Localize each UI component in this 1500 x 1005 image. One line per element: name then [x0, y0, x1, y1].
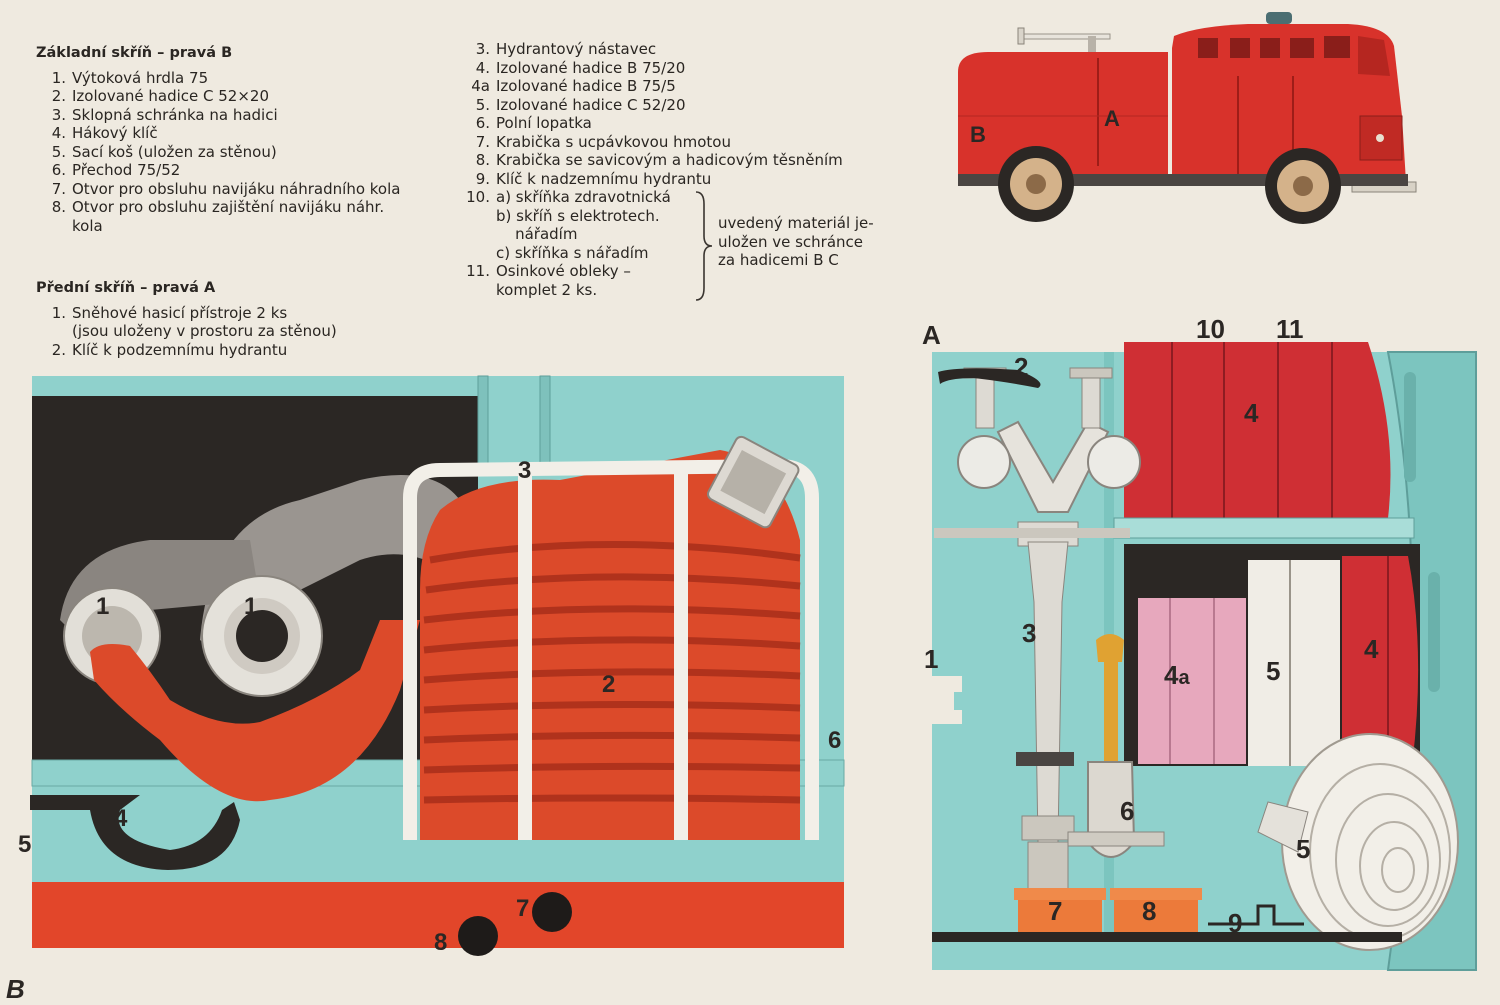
callout-a-6: 6: [1120, 796, 1134, 826]
list-item: 7.Otvor pro obsluhu navijáku náhradního …: [51, 179, 401, 198]
list-item: 6.Polní lopatka: [475, 114, 592, 132]
list-item: 4.Hákový klíč: [51, 124, 158, 142]
brace-note: uvedený materiál je- uložen ve schránce …: [718, 214, 874, 269]
callout-a-9: 9: [1228, 908, 1242, 938]
curly-brace: [695, 191, 713, 301]
list-item: 11.Osinkové obleky –: [466, 262, 631, 280]
list-item: 4.Izolované hadice B 75/20: [475, 58, 686, 77]
rear-wheel-icon: [998, 146, 1074, 222]
callout-b-6: 6: [828, 727, 841, 754]
panel-a-cabinet-illustration: A 10 11: [922, 314, 1477, 971]
list-item: 2.Izolované hadice C 52×20: [51, 87, 270, 105]
callout-b-5: 5: [18, 831, 31, 858]
callout-a-4-top: 4: [1244, 398, 1259, 428]
fire-truck-illustration: B A: [958, 12, 1417, 224]
list-item: komplet 2 ks.: [496, 280, 598, 299]
truck-label-b: B: [970, 122, 986, 147]
hydrant-key-9-icon: [1208, 904, 1304, 926]
callout-a-5: 5: [1266, 656, 1280, 686]
list-item: 3.Hydrantový nástavec: [475, 40, 657, 58]
list-item: (jsou uloženy v prostoru za stěnou): [72, 322, 337, 340]
callout-b-4: 4: [114, 805, 128, 832]
panel-b-cabinet-illustration: 1 1 2 3 4 5 6 7 8 B: [6, 375, 845, 1004]
list-item: 9.Klíč k nadzemnímu hydrantu: [475, 169, 712, 188]
callout-a-5-coil: 5: [1296, 834, 1310, 864]
beacon-icon: [1266, 12, 1292, 24]
field-shovel-icon: [1067, 634, 1165, 858]
callout-a-4-right: 4: [1364, 634, 1379, 664]
list-item: 3.Sklopná schránka na hadici: [51, 105, 278, 124]
front-wheel-icon: [1265, 148, 1341, 224]
left-text-column: Základní skříň – pravá B 1.Výtoková hrdl…: [36, 44, 400, 235]
callout-a-8: 8: [1142, 896, 1156, 926]
callout-b-1a: 1: [96, 593, 109, 620]
list-item: c) skříňka s nářadím: [496, 243, 649, 262]
callout-a-1: 1: [924, 644, 938, 674]
truck-label-a: A: [1104, 106, 1120, 131]
list-item: 6.Přechod 75/52: [51, 161, 181, 179]
list-item: 8.Otvor pro obsluhu zajištění navijáku n…: [51, 198, 385, 216]
list-item: 1.Výtoková hrdla 75: [51, 68, 209, 87]
list-item: 8.Krabička se savicovým a hadicovým těsn…: [475, 151, 843, 169]
callout-a-4a: 4a: [1164, 660, 1190, 690]
heading-cabinet-b: Základní skříň – pravá B: [36, 45, 233, 61]
list-item: 5.Izolované hadice C 52/20: [475, 95, 686, 114]
coiled-hose-icon: [1257, 733, 1459, 951]
list-item: 7.Krabička s ucpávkovou hmotou: [475, 132, 731, 151]
list-item: 5.Sací koš (uložen za stěnou): [51, 142, 277, 161]
list-item: nářadím: [496, 225, 578, 243]
list-item: 1.Sněhové hasicí přístroje 2 ks: [51, 303, 288, 322]
callout-a-7: 7: [1048, 896, 1062, 926]
outlet-coupling-right-icon: [201, 575, 323, 697]
panel-a-corner-label: A: [922, 320, 941, 350]
callout-a-2: 2: [1014, 352, 1028, 382]
list-item: 2.Klíč k podzemnímu hydrantu: [51, 340, 288, 359]
list-item: 10.a) skříňka zdravotnická: [466, 188, 671, 206]
heading-cabinet-a: Přední skříň – pravá A: [36, 280, 216, 296]
callout-b-1b: 1: [244, 593, 257, 620]
callout-b-7: 7: [516, 895, 529, 922]
hydrant-standpipe-icon: [957, 367, 1141, 893]
list-item: b) skříň s elektrotech.: [496, 206, 660, 225]
opening-8-icon: [458, 916, 498, 956]
hose-coupling-icon: [707, 435, 800, 529]
opening-7-icon: [532, 892, 572, 932]
hook-wrench-icon: [30, 795, 240, 870]
callout-b-2: 2: [602, 671, 615, 698]
list-cabinet-b: 1.Výtoková hrdla 75 2.Izolované hadice C…: [36, 68, 401, 236]
callout-a-11: 11: [1276, 314, 1304, 344]
left-text-column-a: Přední skříň – pravá A 1.Sněhové hasicí …: [36, 279, 337, 359]
list-item: kola: [72, 216, 103, 235]
roof-monitor-icon: [1017, 27, 1111, 54]
callout-b-8: 8: [434, 929, 447, 956]
hydrant-key-icon: [938, 368, 1041, 388]
callout-a-3: 3: [1022, 618, 1036, 648]
callout-b-3: 3: [518, 457, 531, 484]
callout-a-10: 10: [1196, 314, 1225, 344]
panel-b-corner-label: B: [6, 974, 25, 1004]
middle-text-column: 3.Hydrantový nástavec 4.Izolované hadice…: [456, 40, 843, 299]
